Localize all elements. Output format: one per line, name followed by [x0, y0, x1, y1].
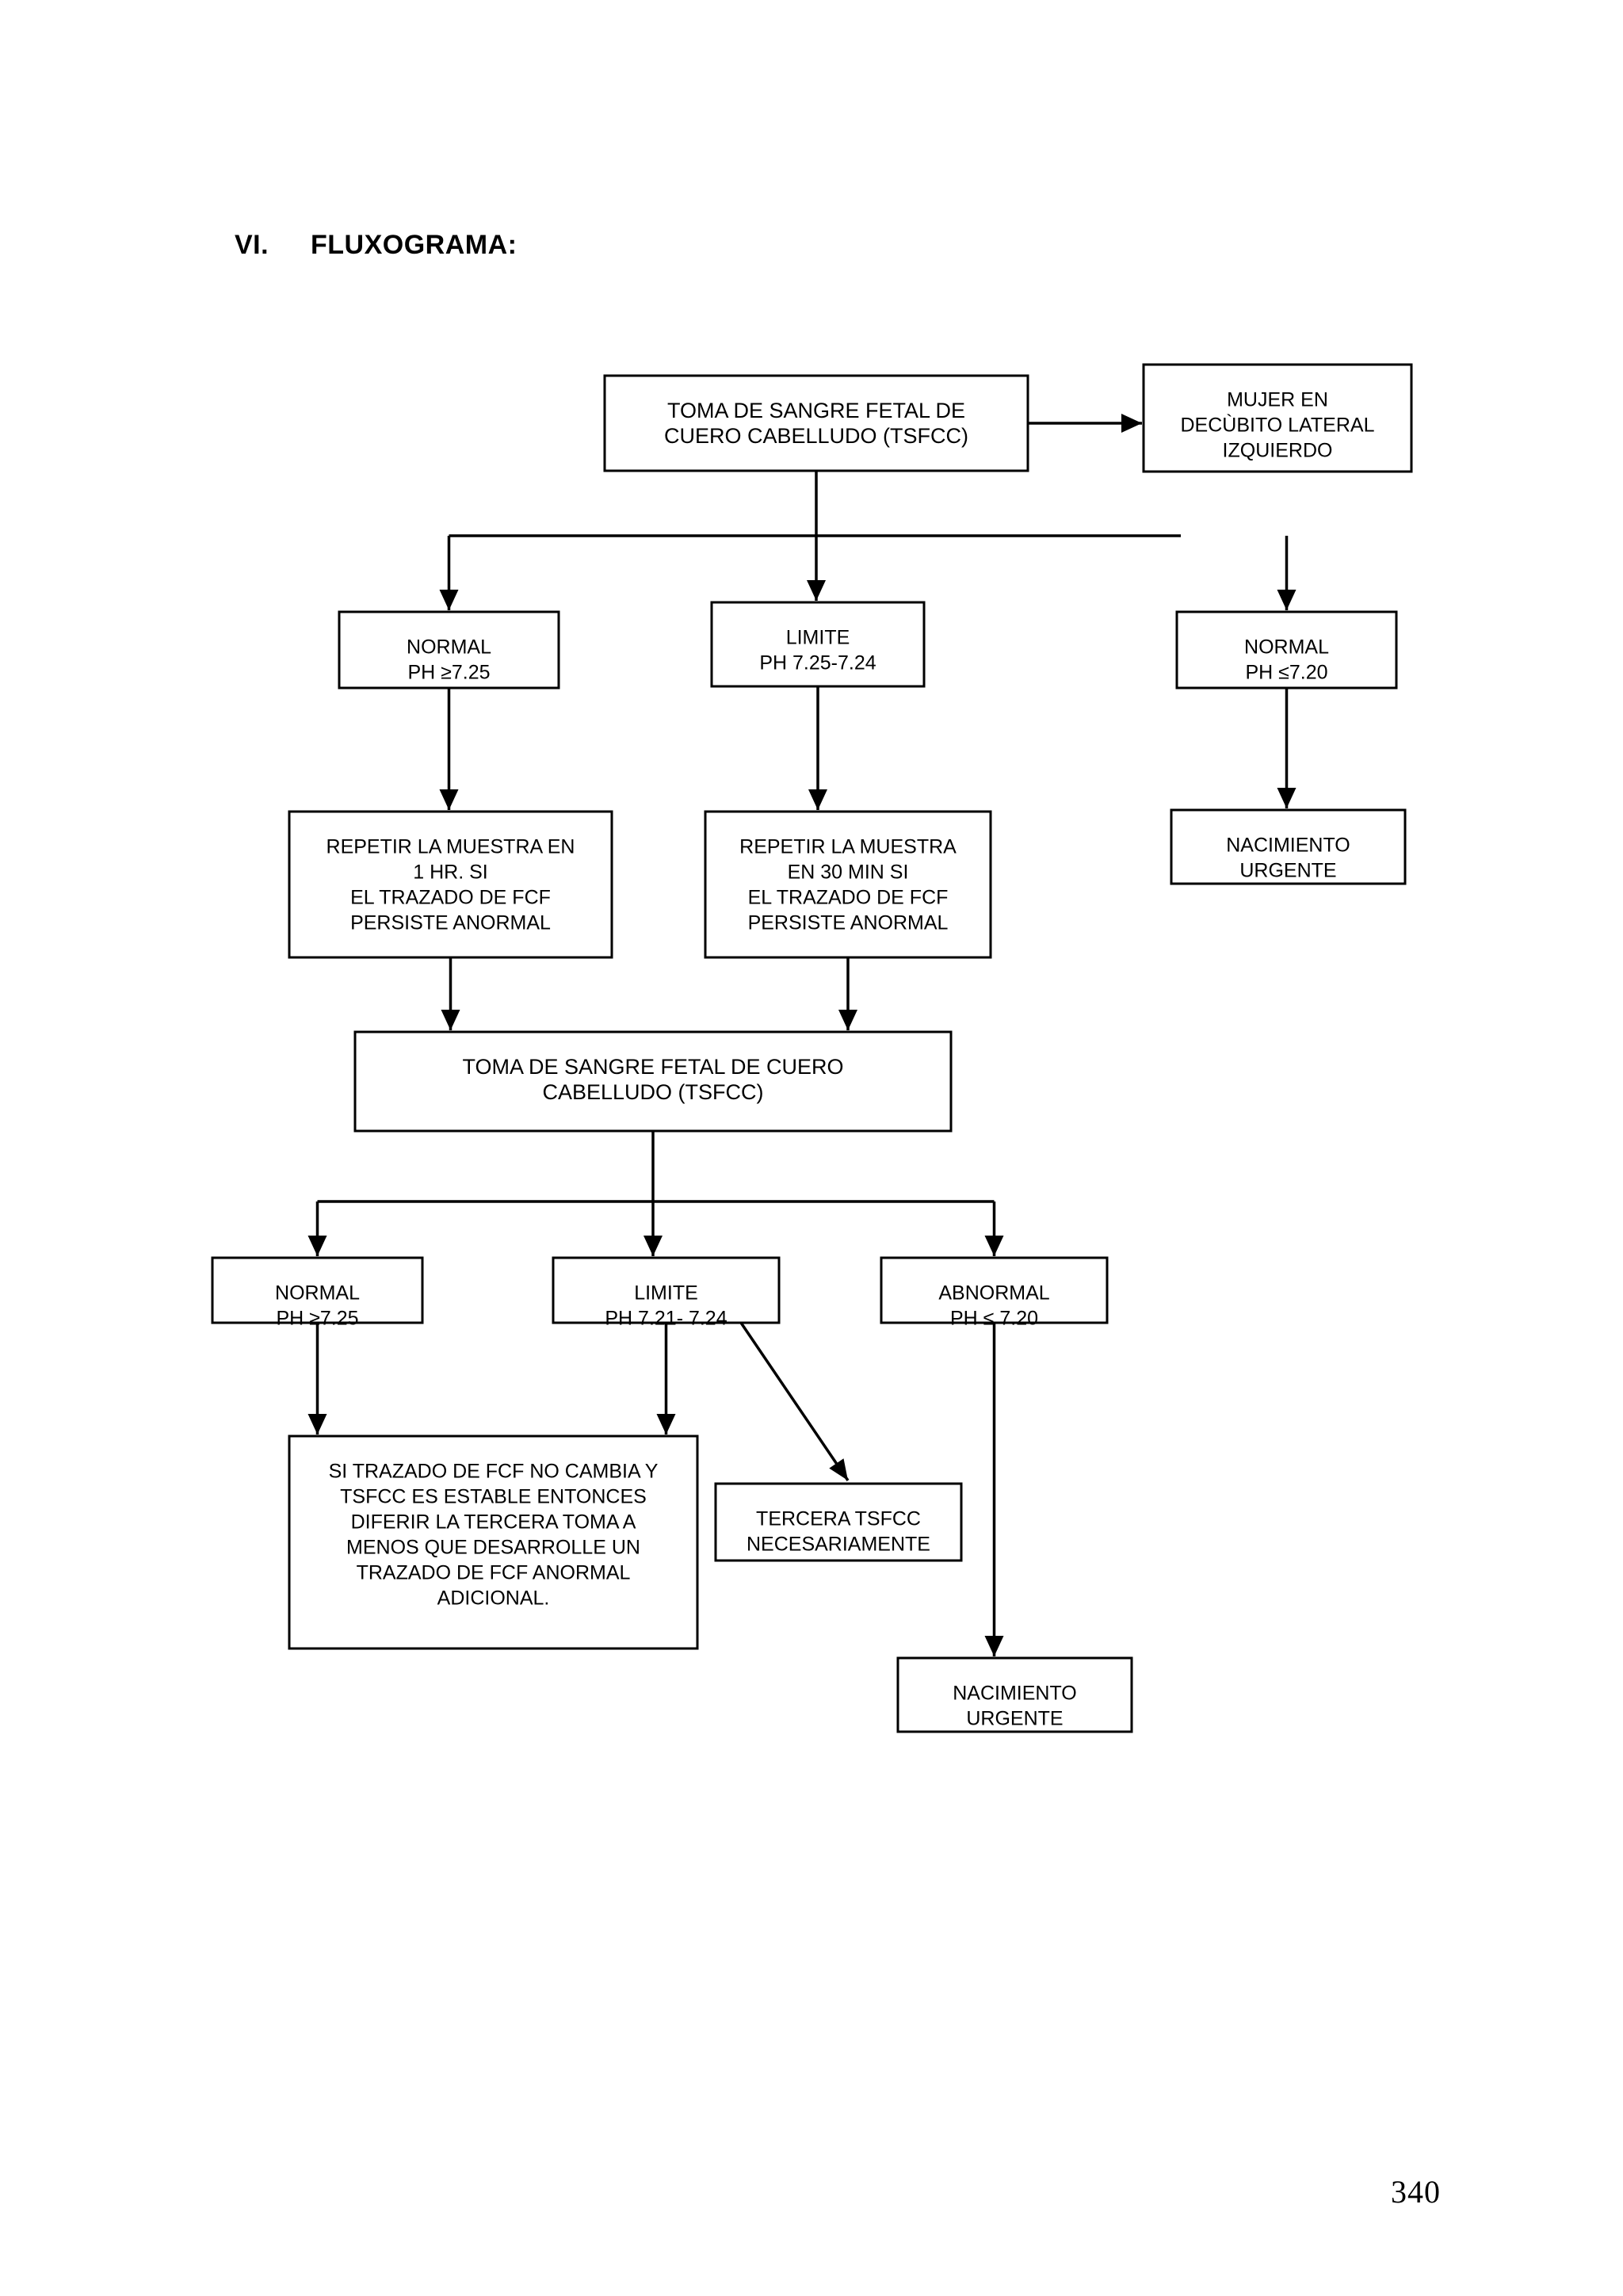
flow-node-repetir2[interactable]: REPETIR LA MUESTRA EN 30 MIN SI EL TRAZADO…: [704, 810, 992, 959]
node-label-line: DIFERIR LA TERCERA TOMA A: [351, 1511, 636, 1534]
node-label-line: NORMAL: [275, 1282, 360, 1305]
node-label-line: PH ≤ 7.20: [950, 1308, 1038, 1330]
node-box: [338, 610, 560, 690]
arrowhead-tsfcc2-repetir2: [838, 1010, 857, 1030]
flow-node-abnormal1[interactable]: ABNORMAL PH ≤ 7.20: [880, 1256, 1109, 1330]
arrowhead-diferir-b: [656, 1414, 676, 1435]
node-box: [880, 1256, 1109, 1324]
arrowhead-normal2: [1277, 590, 1296, 610]
node-label-line: NECESARIAMENTE: [747, 1534, 930, 1556]
node-box: [896, 1656, 1133, 1733]
flow-node-decubito[interactable]: MUJER EN DECÙBITO LATERAL IZQUIERDO: [1142, 363, 1413, 473]
node-box: [714, 1482, 963, 1562]
arrowhead-limite2: [643, 1236, 663, 1256]
arrowhead-decubito: [1121, 414, 1142, 433]
node-label-line: MENOS QUE DESARROLLE UN: [346, 1537, 640, 1559]
node-label-line: CABELLUDO (TSFCC): [542, 1080, 763, 1104]
node-label-line: PH ≤7.20: [1245, 662, 1327, 684]
node-box: [353, 1030, 953, 1133]
node-label-line: URGENTE: [966, 1708, 1063, 1730]
node-label-line: PH ≥7.25: [276, 1308, 358, 1330]
node-label-line: PERSISTE ANORMAL: [748, 912, 949, 934]
node-label-line: NACIMIENTO: [953, 1683, 1077, 1705]
page-title: VI. FLUXOGRAMA:: [235, 230, 517, 261]
node-label-line: NACIMIENTO: [1226, 835, 1350, 857]
page-number: 340: [1391, 2174, 1441, 2210]
node-label-line: MUJER EN: [1227, 389, 1328, 411]
arrowhead-limite1: [807, 580, 826, 601]
arrowhead-repetir2: [808, 789, 827, 810]
arrowhead-tsfcc2-repetir1: [441, 1010, 460, 1030]
node-label-line: EN 30 MIN SI: [788, 861, 909, 884]
node-label-line: 1 HR. SI: [413, 861, 487, 884]
node-label-line: REPETIR LA MUESTRA EN: [327, 836, 575, 858]
arrowhead-tercera: [829, 1458, 848, 1480]
arrowhead-normal1: [439, 590, 459, 610]
node-box: [603, 374, 1029, 472]
section-title: FLUXOGRAMA:: [311, 230, 517, 260]
node-label-line: ADICIONAL.: [437, 1587, 550, 1610]
flow-node-repetir1[interactable]: REPETIR LA MUESTRA EN 1 HR. SI EL TRAZADO …: [288, 810, 613, 959]
arrowhead-abnormal1: [984, 1236, 1004, 1256]
node-box: [288, 810, 613, 959]
node-label-line: PH 7.25-7.24: [759, 652, 876, 674]
flow-node-nacimiento1[interactable]: NACIMIENTO URGENTE: [1170, 808, 1407, 885]
node-label-line: ABNORMAL: [938, 1282, 1049, 1305]
node-label-line: TERCERA TSFCC: [756, 1508, 921, 1530]
flow-node-diferir[interactable]: SI TRAZADO DE FCF NO CAMBIA Y TSFCC ES ES…: [288, 1435, 699, 1650]
connector-layer: [307, 414, 1296, 1656]
node-box: [211, 1256, 424, 1324]
node-box: [710, 601, 926, 688]
node-label-line: EL TRAZADO DE FCF: [748, 887, 949, 909]
flow-node-limite1[interactable]: LIMITE PH 7.25-7.24: [710, 601, 926, 688]
arrowhead-nacimiento1: [1277, 788, 1296, 808]
node-label-line: REPETIR LA MUESTRA: [739, 836, 957, 858]
node-label-line: URGENTE: [1239, 860, 1336, 882]
node-box: [552, 1256, 781, 1324]
node-box: [1142, 363, 1413, 473]
node-label-line: CUERO CABELLUDO (TSFCC): [664, 424, 968, 448]
flow-node-limite2[interactable]: LIMITE PH 7.21- 7.24: [552, 1256, 781, 1330]
flow-node-nacimiento2[interactable]: NACIMIENTO URGENTE: [896, 1656, 1133, 1733]
node-box: [1170, 808, 1407, 885]
flow-node-tercera[interactable]: TERCERA TSFCC NECESARIAMENTE: [714, 1482, 963, 1562]
node-label-line: TSFCC ES ESTABLE ENTONCES: [340, 1486, 647, 1508]
node-label-line: LIMITE: [634, 1282, 698, 1305]
flow-node-normal2[interactable]: NORMAL PH ≤7.20: [1175, 610, 1398, 690]
arrowhead-normal3: [307, 1236, 327, 1256]
flow-node-normal1[interactable]: NORMAL PH ≥7.25: [338, 610, 560, 690]
node-label-line: NORMAL: [407, 636, 491, 659]
node-label-line: IZQUIERDO: [1223, 440, 1333, 462]
node-label-line: PERSISTE ANORMAL: [350, 912, 551, 934]
node-label-line: TOMA DE SANGRE FETAL DE CUERO: [462, 1055, 843, 1079]
node-label-line: PH 7.21- 7.24: [605, 1308, 727, 1330]
node-label-line: EL TRAZADO DE FCF: [350, 887, 551, 909]
section-number: VI.: [235, 230, 269, 260]
node-label-line: LIMITE: [786, 627, 850, 649]
node-label-line: SI TRAZADO DE FCF NO CAMBIA Y: [329, 1461, 659, 1483]
node-label-line: NORMAL: [1244, 636, 1329, 659]
arrowhead-nacimiento2: [984, 1636, 1004, 1656]
flow-node-normal3[interactable]: NORMAL PH ≥7.25: [211, 1256, 424, 1330]
node-label-line: PH ≥7.25: [407, 662, 490, 684]
arrowhead-diferir-a: [307, 1414, 327, 1435]
node-box: [704, 810, 992, 959]
arrowhead-repetir1: [439, 789, 459, 810]
node-box: [288, 1435, 699, 1650]
node-label-line: DECÙBITO LATERAL: [1181, 414, 1375, 437]
connector-limite2-tercera: [739, 1322, 850, 1481]
node-label-line: TOMA DE SANGRE FETAL DE: [667, 399, 965, 422]
node-label-line: TRAZADO DE FCF ANORMAL: [357, 1562, 631, 1584]
node-box: [1175, 610, 1398, 690]
